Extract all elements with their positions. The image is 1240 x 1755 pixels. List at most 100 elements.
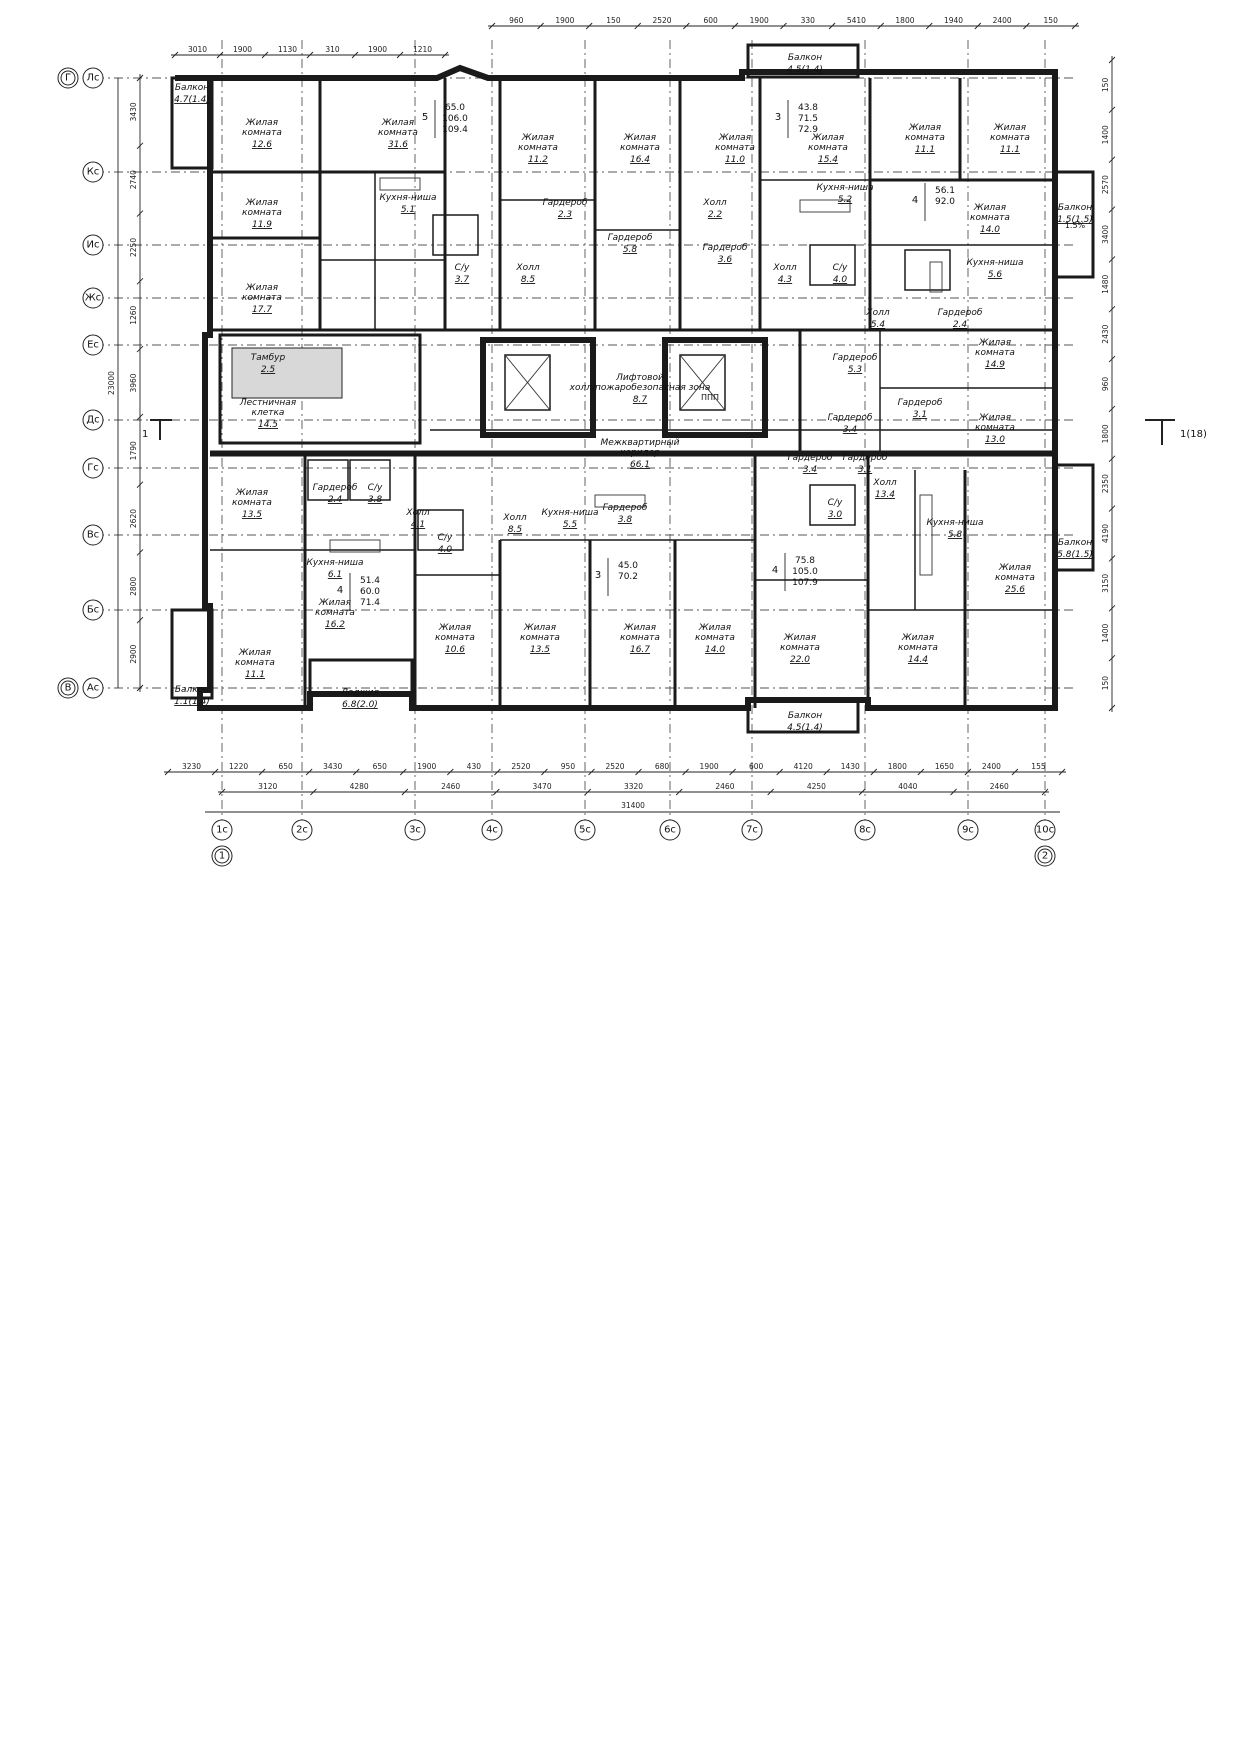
room-area: 1.5(1.5) <box>1057 215 1093 225</box>
room-area: 13.5 <box>530 645 550 655</box>
dimension-label: 650 <box>373 762 388 771</box>
dimension-tick <box>585 22 593 30</box>
room-name: С/у <box>368 483 383 493</box>
dimension-label: 310 <box>325 45 340 54</box>
axis-bubble <box>481 819 503 841</box>
room-area: 8.7 <box>633 395 648 405</box>
dimension-tick <box>1058 768 1066 776</box>
balcony-top-left <box>170 76 214 170</box>
dimension-label: 150 <box>606 16 621 25</box>
room-area: 5.8 <box>948 530 963 540</box>
room-name: Гардероб <box>788 453 833 463</box>
room-area: 5.5 <box>563 520 578 530</box>
apartment-area: 51.4 <box>360 576 380 586</box>
apartment-area: 107.9 <box>792 578 818 588</box>
slope-label: 1.5% <box>1065 221 1086 230</box>
apartment-area: 45.0 <box>618 561 638 571</box>
room-name: Балкон <box>1058 538 1092 548</box>
room-name: Кухня-ниша <box>816 183 873 193</box>
dimension-label: 1220 <box>229 762 248 771</box>
dimension-label: 1900 <box>555 16 574 25</box>
dimension-tick <box>136 549 144 556</box>
dimension-label: 4190 <box>1101 524 1110 543</box>
apartment-rooms: 4 <box>772 565 778 576</box>
apartment-area: 71.5 <box>798 114 818 124</box>
room-name: Холл <box>702 198 726 208</box>
dimension-tick <box>584 788 592 796</box>
dimension-label: 3150 <box>1101 574 1110 593</box>
room-area: 22.0 <box>790 655 810 665</box>
room-area: 13.4 <box>875 490 895 500</box>
room-name: Холл <box>865 308 889 318</box>
dimension-tick <box>136 142 144 150</box>
room-area: 1.1(1.4) <box>174 697 210 707</box>
dimension-label: 600 <box>749 762 764 771</box>
dimension-label: 3230 <box>182 762 201 771</box>
room-label: С/у4.0 <box>833 263 848 285</box>
dimension-label: 3120 <box>258 782 277 791</box>
dimension-label: 2620 <box>129 509 138 528</box>
room-area: 5.1 <box>401 205 415 215</box>
dimension-tick <box>634 22 642 30</box>
axis-label: 4с <box>486 825 498 836</box>
dimension-tick <box>729 768 736 776</box>
apartment-rooms: 3 <box>775 112 781 123</box>
axis-bubble <box>957 819 979 841</box>
axis-bubble <box>82 161 104 183</box>
dimension-tick <box>218 788 226 796</box>
room-area: 66.1 <box>630 460 650 470</box>
room-area: 11.9 <box>252 220 272 230</box>
lift-shaft-1 <box>480 337 596 438</box>
apartment-area: 72.9 <box>798 125 818 135</box>
room-area: 5.8(1.5) <box>1057 550 1093 560</box>
room-name: Лоджия <box>340 688 379 698</box>
axis-bubble <box>82 234 104 256</box>
dimension-label: 150 <box>1101 676 1110 691</box>
dimension-tick <box>351 51 359 59</box>
axis-bubble <box>404 819 426 841</box>
dimension-tick <box>780 22 787 30</box>
room-name: Кухня-ниша <box>379 193 436 203</box>
room-area: 12.6 <box>252 140 272 150</box>
dimension-tick <box>258 768 266 776</box>
room-area: 3.7 <box>455 275 470 285</box>
room-area: 2.5 <box>261 365 276 375</box>
axis-bubble <box>82 599 104 621</box>
dimension-tick <box>441 51 449 59</box>
dimension-tick <box>537 22 544 30</box>
dimension-tick <box>1108 455 1116 463</box>
room-name: С/у <box>438 533 453 543</box>
room-area: 4.1 <box>411 520 425 530</box>
dimension-tick <box>635 768 642 776</box>
dimension-label: 4280 <box>350 782 369 791</box>
dimension-label: 2400 <box>993 16 1012 25</box>
apartment-area: 43.8 <box>798 103 818 113</box>
dimension-tick <box>683 22 690 30</box>
dimension-label: 4040 <box>898 782 917 791</box>
dimension-label: 3430 <box>129 102 138 121</box>
